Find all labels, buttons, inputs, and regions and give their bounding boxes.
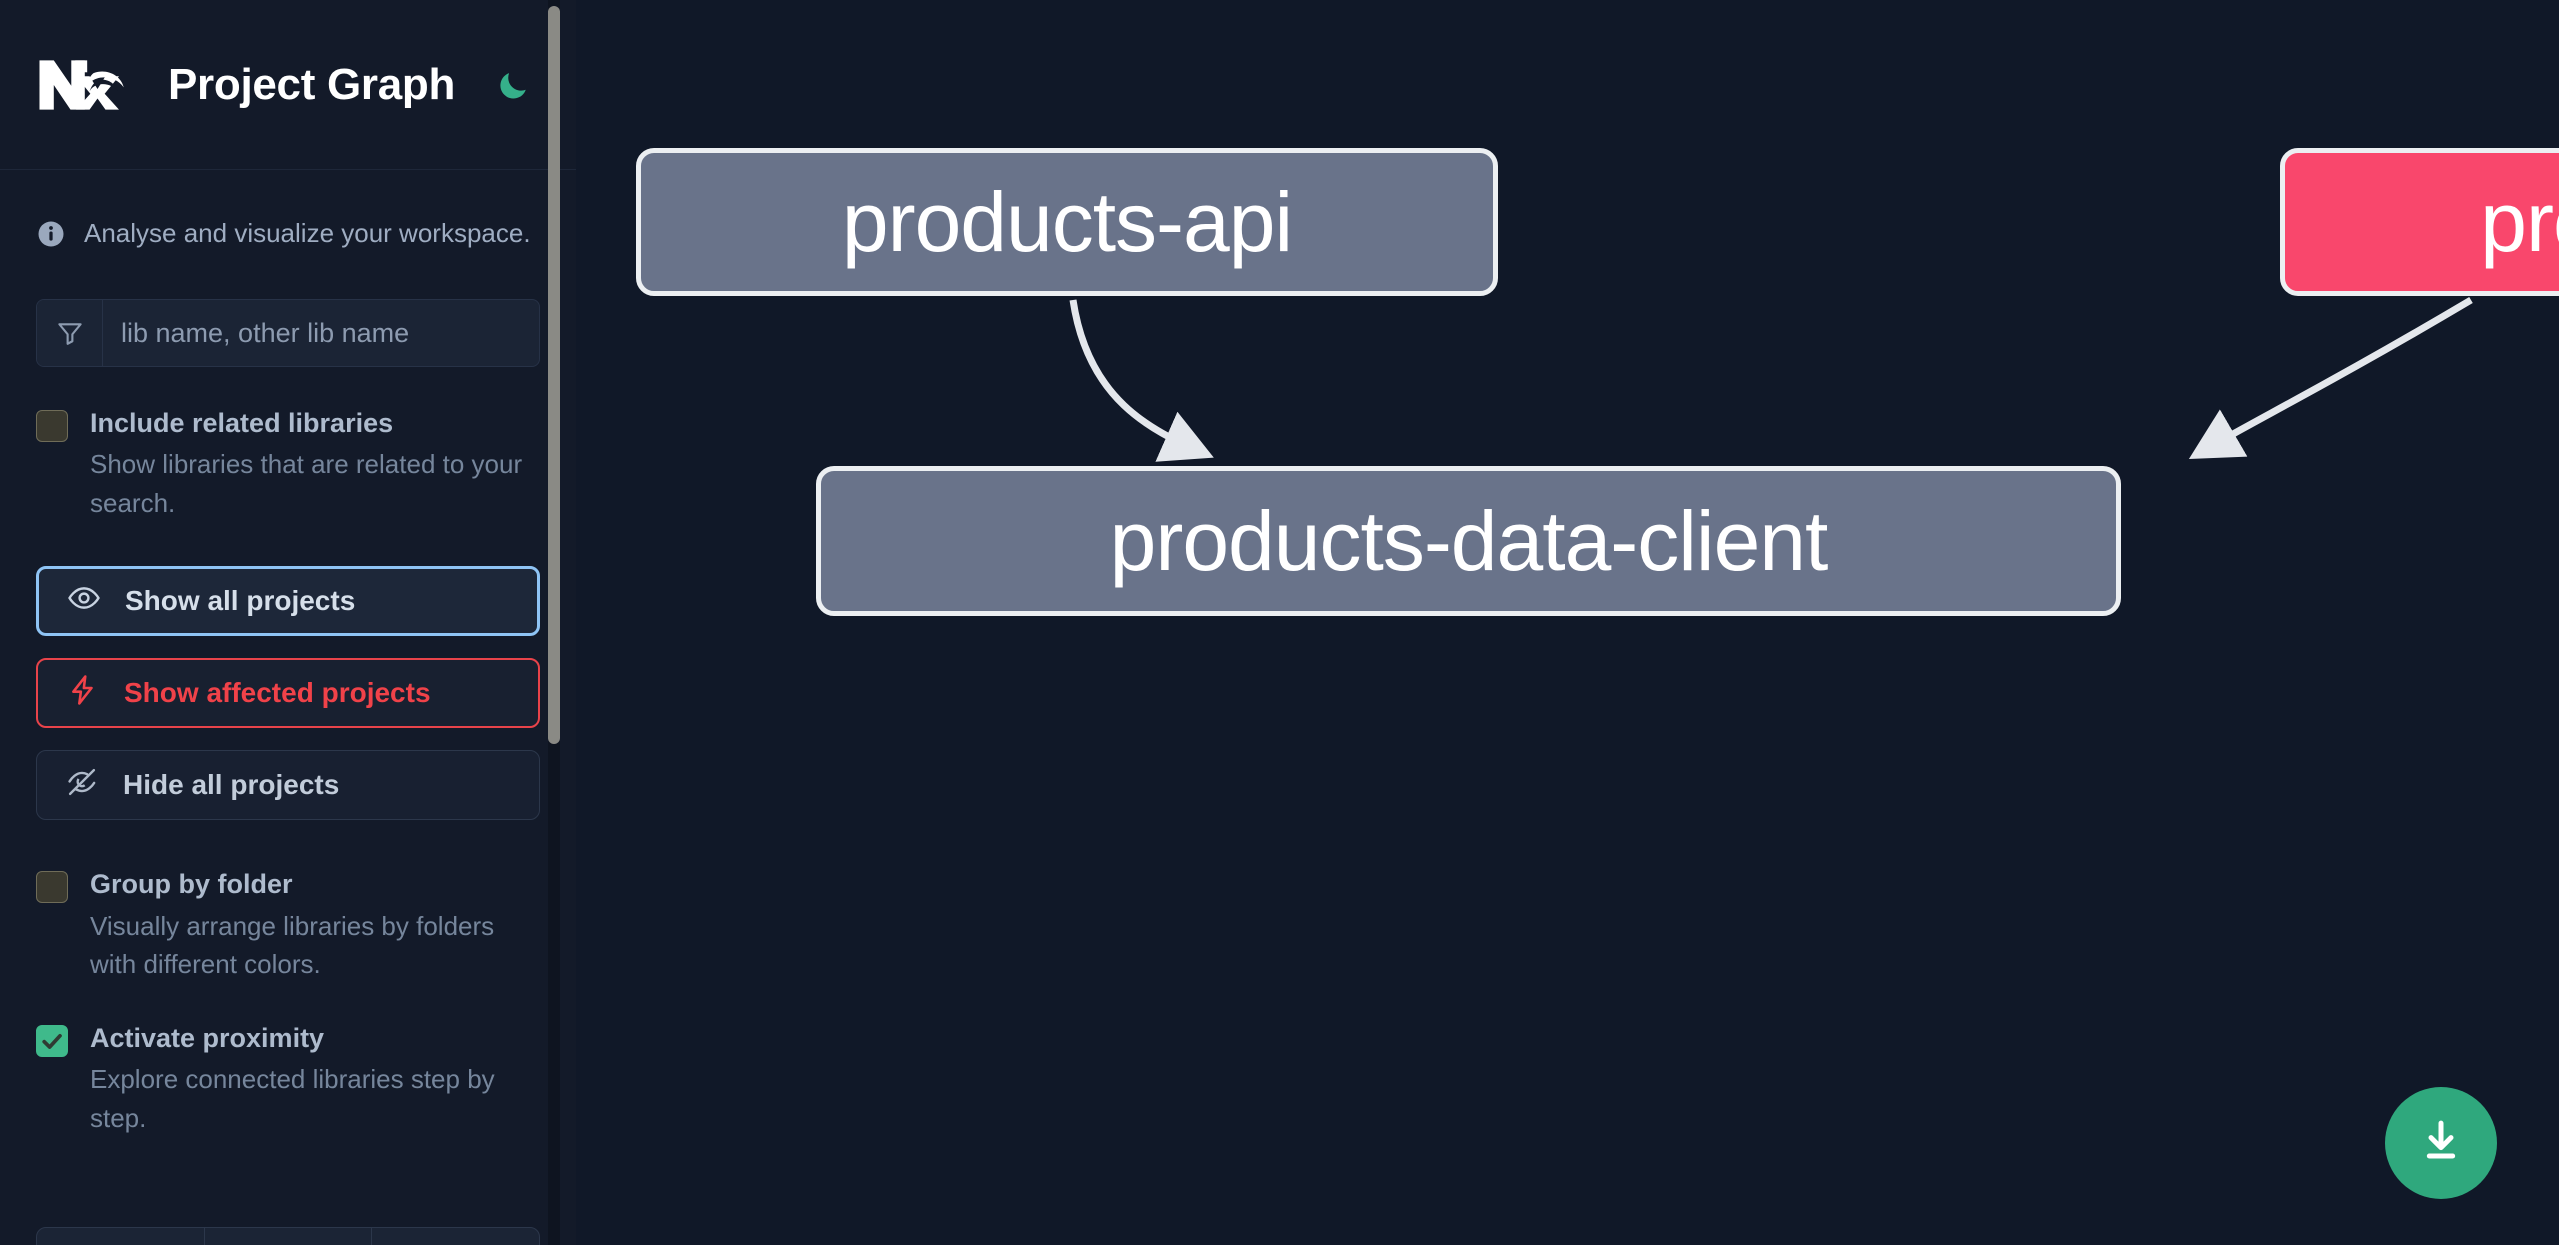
search-filter-field[interactable] <box>36 299 540 367</box>
option-label: Group by folder <box>90 869 293 900</box>
checkbox-include-related-libraries[interactable] <box>36 410 68 442</box>
bottom-segmented-control[interactable] <box>36 1227 540 1245</box>
option-group-by-folder[interactable]: Group by folder Visually arrange librari… <box>0 866 576 983</box>
projects-button-group: Show all projects Show affected projects <box>36 566 540 821</box>
search-input[interactable] <box>103 300 539 366</box>
eye-off-icon <box>65 765 99 806</box>
button-label: Hide all projects <box>123 769 340 801</box>
option-label: Include related libraries <box>90 408 394 438</box>
segment-2[interactable] <box>205 1228 373 1245</box>
button-label: Show affected projects <box>124 677 431 709</box>
edge-products-cli-to-products-data-client <box>2188 296 2473 460</box>
moon-icon[interactable] <box>495 67 531 103</box>
checkbox-group-by-folder[interactable] <box>36 871 68 904</box>
page-title: Project Graph <box>168 59 456 109</box>
graph-edges <box>1069 296 2473 462</box>
graph-node-products-data-client[interactable]: products-data-client <box>816 466 2121 616</box>
info-circle-icon <box>36 219 66 249</box>
option-description: Explore connected libraries step by step… <box>90 1064 495 1133</box>
download-graph-button[interactable] <box>2385 1087 2497 1199</box>
hide-all-projects-button[interactable]: Hide all projects <box>36 750 540 821</box>
workspace-info: Analyse and visualize your workspace. <box>0 170 576 249</box>
graph-canvas[interactable]: products-api products-cli products-data-… <box>576 0 2559 1245</box>
node-label: products-cli <box>2480 174 2559 269</box>
node-label: products-data-client <box>1109 493 1829 588</box>
node-label: products-api <box>841 174 1293 269</box>
show-all-projects-button[interactable]: Show all projects <box>36 566 540 637</box>
graph-node-products-api[interactable]: products-api <box>636 148 1498 296</box>
funnel-filter-icon <box>37 300 103 366</box>
workspace-info-text: Analyse and visualize your workspace. <box>84 218 531 248</box>
option-include-related-libraries[interactable]: Include related libraries Show libraries… <box>0 405 576 522</box>
nx-logo-icon <box>36 54 132 116</box>
sidebar-scrollbar[interactable] <box>548 0 560 1245</box>
button-label: Show all projects <box>125 585 356 617</box>
sidebar-header: Project Graph <box>0 0 576 170</box>
edge-products-api-to-products-data-client <box>1069 299 1214 462</box>
sidebar: Project Graph Analyse and visualize yo <box>0 0 576 1245</box>
eye-icon <box>67 581 101 622</box>
option-description: Show libraries that are related to your … <box>90 449 523 518</box>
checkbox-activate-proximity[interactable] <box>36 1024 68 1057</box>
sidebar-scroll-region[interactable]: Project Graph Analyse and visualize yo <box>0 0 576 1245</box>
show-affected-projects-button[interactable]: Show affected projects <box>36 658 540 729</box>
lightning-bolt-icon <box>66 673 100 714</box>
sidebar-scrollbar-thumb[interactable] <box>548 6 560 744</box>
segment-3[interactable] <box>372 1228 539 1245</box>
segment-1[interactable] <box>37 1228 205 1245</box>
graph-node-products-cli[interactable]: products-cli <box>2280 148 2559 296</box>
option-description: Visually arrange libraries by folders wi… <box>90 910 495 980</box>
option-label: Activate proximity <box>90 1022 325 1053</box>
download-icon <box>2416 1116 2466 1171</box>
option-activate-proximity[interactable]: Activate proximity Explore connected lib… <box>0 1020 576 1137</box>
